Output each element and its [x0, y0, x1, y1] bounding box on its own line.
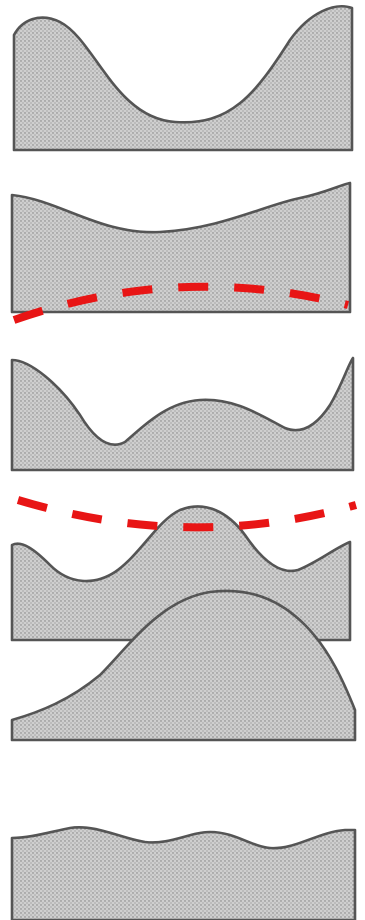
panel-6-gentle-waves — [12, 827, 355, 920]
